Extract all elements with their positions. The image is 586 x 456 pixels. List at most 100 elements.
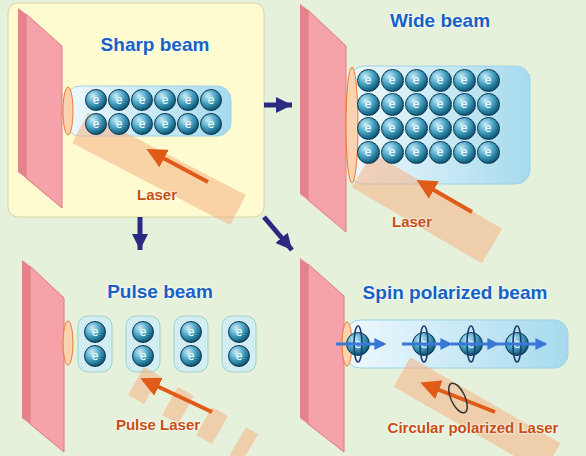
electron-label: e: [85, 113, 107, 135]
electron-label: e: [477, 141, 500, 164]
electron-label: e: [477, 93, 500, 116]
target-plate: [30, 266, 64, 452]
pulse-glow: [78, 316, 112, 372]
electron-label: e: [381, 69, 404, 92]
electron-label: e: [200, 89, 222, 111]
beam-glow: [66, 86, 231, 136]
laser-band: [402, 372, 552, 456]
panel-title: Wide beam: [320, 10, 560, 33]
pulse-glow: [126, 316, 160, 372]
target-plate: [26, 14, 62, 208]
panel-title: Sharp beam: [35, 34, 275, 57]
laser-label: Circular polarized Laser: [353, 419, 586, 437]
laser-label: Laser: [292, 213, 532, 231]
electron-label: e: [453, 141, 476, 164]
target-plate: [308, 264, 344, 452]
electron-label: e: [154, 113, 176, 135]
polarization-symbol: [445, 381, 471, 416]
electron-label: e: [453, 93, 476, 116]
electron-label: e: [381, 117, 404, 140]
electron-label: e: [132, 345, 154, 367]
electron-label: e: [84, 321, 106, 343]
electron-label: e: [357, 93, 380, 116]
electron-label: e: [346, 332, 370, 356]
laser-band: [362, 170, 492, 246]
panel-title: Spin polarized beam: [335, 282, 575, 305]
beam-glow: [350, 66, 530, 184]
spin-arrow: [451, 343, 497, 346]
laser-pulse: [170, 401, 186, 410]
electron-label: e: [429, 117, 452, 140]
electron-label: e: [459, 332, 483, 356]
electron-label: e: [429, 141, 452, 164]
target-plate-side: [22, 260, 30, 424]
electron-label: e: [381, 141, 404, 164]
transition-arrow: [264, 217, 292, 250]
electron-label: e: [381, 93, 404, 116]
electron-label: e: [405, 93, 428, 116]
electron-label: e: [357, 117, 380, 140]
electron-label: e: [180, 345, 202, 367]
laser-arrow: [144, 380, 212, 412]
electron-label: e: [180, 321, 202, 343]
electron-label: e: [505, 332, 529, 356]
electron-label: e: [477, 117, 500, 140]
target-plate: [308, 10, 346, 232]
spin-rotation: [467, 326, 475, 362]
electron-label: e: [453, 117, 476, 140]
electron-label: e: [84, 345, 106, 367]
laser-pulse: [238, 441, 250, 448]
target-plate-side: [300, 4, 308, 200]
electron-label: e: [131, 89, 153, 111]
emission-spot: [63, 87, 73, 135]
electron-label: e: [405, 141, 428, 164]
laser-arrow: [420, 182, 472, 212]
laser-label: Laser: [37, 186, 277, 204]
laser-label: Pulse Laser: [38, 416, 278, 434]
electron-label: e: [357, 141, 380, 164]
electron-label: e: [154, 89, 176, 111]
electron-label: e: [477, 69, 500, 92]
electron-label: e: [132, 321, 154, 343]
spin-arrow: [336, 343, 384, 346]
laser-pulse: [204, 421, 220, 430]
spin-rotation: [420, 326, 428, 362]
electron-label: e: [108, 113, 130, 135]
target-plate-side: [300, 258, 308, 424]
panel: Spin polarized beamCircular polarized La…: [292, 250, 586, 456]
electron-label: e: [228, 345, 250, 367]
electron-label: e: [108, 89, 130, 111]
electron-label: e: [453, 69, 476, 92]
electron-label: e: [131, 113, 153, 135]
pulse-glow: [174, 316, 208, 372]
spin-rotation: [513, 326, 521, 362]
spin-arrow: [402, 343, 450, 346]
emission-spot: [63, 321, 73, 365]
electron-label: e: [412, 332, 436, 356]
electron-label: e: [405, 117, 428, 140]
electron-label: e: [429, 69, 452, 92]
electron-label: e: [177, 89, 199, 111]
electron-label: e: [85, 89, 107, 111]
laser-arrow: [424, 384, 495, 412]
pulse-glow: [222, 316, 256, 372]
panel-title: Pulse beam: [40, 281, 280, 304]
laser-arrow: [150, 151, 208, 182]
spin-arrow: [497, 343, 545, 346]
transition-arrow: [264, 103, 292, 108]
beam-glow: [346, 320, 568, 368]
electron-label: e: [200, 113, 222, 135]
emission-spot: [346, 67, 358, 183]
electron-label: e: [357, 69, 380, 92]
spin-rotation: [354, 326, 362, 362]
target-plate-side: [18, 8, 26, 178]
electron-label: e: [405, 69, 428, 92]
panel: Sharp beamLaser: [8, 3, 264, 217]
electron-label: e: [228, 321, 250, 343]
laser-pulse: [136, 381, 152, 390]
electron-label: e: [177, 113, 199, 135]
transition-arrow: [138, 217, 143, 250]
